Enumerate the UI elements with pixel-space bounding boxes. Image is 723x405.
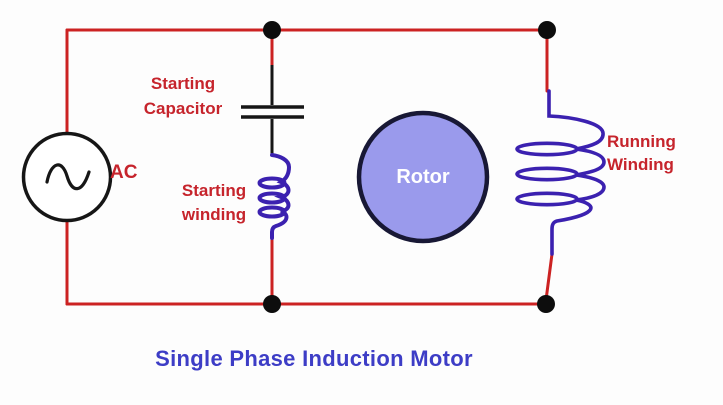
diagram-title: Single Phase Induction Motor bbox=[155, 346, 473, 371]
running-winding-label: Running Winding bbox=[607, 132, 676, 174]
starting-capacitor-label: Starting Capacitor bbox=[143, 74, 223, 118]
junction-dot-bottom-left bbox=[263, 295, 281, 313]
rotor-circle bbox=[356, 110, 490, 244]
starting-winding-loop-2 bbox=[257, 191, 287, 205]
running-winding-loop-3 bbox=[515, 191, 579, 207]
junction-dot-top-left bbox=[263, 21, 281, 39]
rotor-label: Rotor bbox=[396, 166, 450, 188]
starting-winding-loop-1 bbox=[257, 176, 287, 190]
running-winding-lower-wire bbox=[544, 252, 554, 302]
starting-winding-label: Starting winding bbox=[181, 181, 247, 224]
starting-winding-loop-3 bbox=[257, 205, 287, 219]
running-winding-loop-2 bbox=[515, 166, 579, 182]
junction-dot-top-right bbox=[538, 21, 556, 39]
junction-dot-bottom-right bbox=[537, 295, 555, 313]
sine-wave-icon bbox=[45, 163, 91, 191]
ac-source-label: AC bbox=[110, 162, 138, 183]
running-winding-loop-1 bbox=[515, 141, 579, 157]
